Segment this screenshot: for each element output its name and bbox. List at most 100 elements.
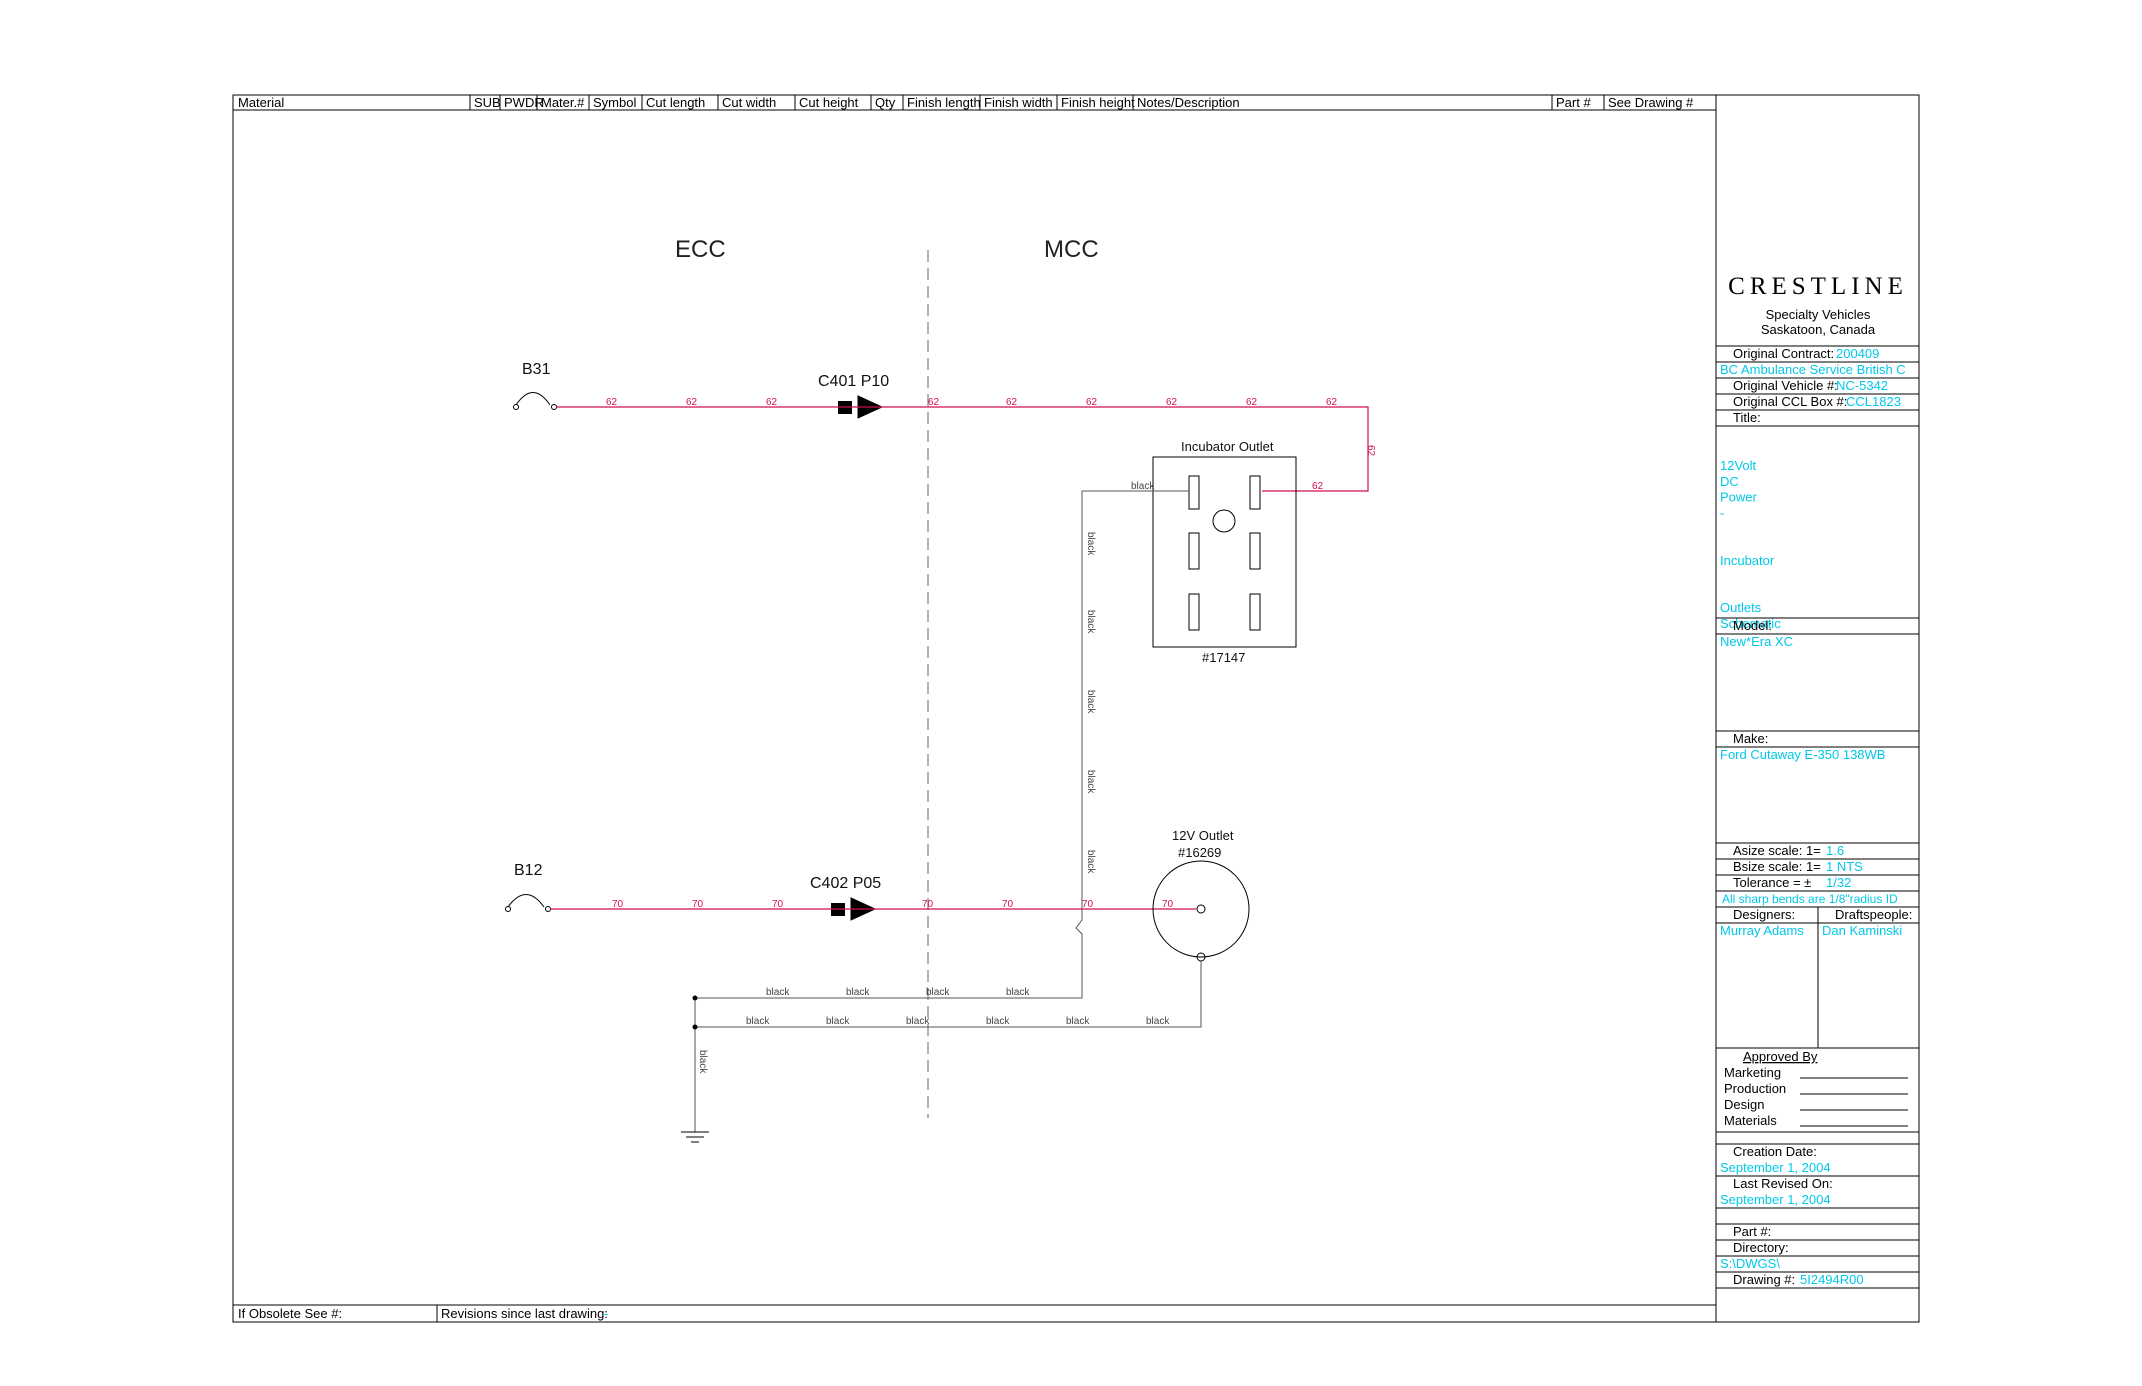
original-vehicle-label: Original Vehicle #: — [1733, 378, 1838, 393]
black-label-vert: black — [1085, 850, 1096, 874]
drawing-label: Drawing #: — [1733, 1272, 1795, 1287]
tolerance-label: Tolerance = ± — [1733, 875, 1811, 890]
make-value: Ford Cutaway E-350 138WB — [1720, 747, 1885, 762]
title-block: CRESTLINE Specialty Vehicles Saskatoon, … — [1716, 273, 1919, 1289]
wire-62-label: 62 — [1086, 397, 1098, 408]
junction-dot-2 — [692, 1024, 698, 1030]
draftspeople-label: Draftspeople: — [1835, 907, 1912, 922]
company-logo: CRESTLINE — [1728, 273, 1908, 300]
header-col-label: Symbol — [593, 95, 636, 110]
approval-item: Production — [1724, 1081, 1786, 1096]
directory-label: Directory: — [1733, 1240, 1789, 1255]
original-contract-value: 200409 — [1836, 346, 1879, 361]
revised-label: Last Revised On: — [1733, 1176, 1833, 1191]
wire-62-label-vert: 62 — [1365, 445, 1376, 457]
incubator-title: Incubator Outlet — [1181, 439, 1274, 454]
asize-label: Asize scale: 1= — [1733, 843, 1821, 858]
header-col-label: Qty — [875, 95, 896, 110]
wire-black-12v — [695, 961, 1202, 1028]
tolerance-value: 1/32 — [1826, 875, 1851, 890]
black-label-row1: black — [1006, 987, 1030, 998]
customer-value: BC Ambulance Service British C — [1720, 362, 1906, 377]
revisions-value: - — [604, 1306, 608, 1321]
black-label-ground: black — [697, 1050, 708, 1074]
approved-label: Approved By — [1743, 1049, 1818, 1064]
black-label-row2: black — [746, 1016, 770, 1027]
approval-item: Materials — [1724, 1113, 1777, 1128]
bends-note: All sharp bends are 1/8"radius ID — [1722, 892, 1898, 906]
header-col-label: Material — [238, 95, 284, 110]
wire-62-label: 62 — [1166, 397, 1178, 408]
outlet-12v — [1152, 860, 1250, 962]
header-col-label: Finish width — [984, 95, 1053, 110]
outlet12-part: #16269 — [1178, 845, 1221, 860]
wire-62-label: 62 — [1246, 397, 1258, 408]
title-line: - — [1720, 505, 1724, 520]
b12-label: B12 — [514, 862, 543, 879]
wire-62-label: 62 — [686, 397, 698, 408]
directory-value: S:\DWGS\ — [1720, 1256, 1780, 1271]
b31-label: B31 — [522, 361, 551, 378]
title-line: Incubator — [1720, 553, 1775, 568]
wire-62-label: 62 — [1326, 397, 1338, 408]
header-col-label: Part # — [1556, 95, 1591, 110]
zone-ecc: ECC — [675, 236, 726, 263]
zone-mcc: MCC — [1044, 236, 1099, 263]
make-label: Make: — [1733, 731, 1768, 746]
black-label-row2: black — [826, 1016, 850, 1027]
header-col-label: Cut height — [799, 95, 859, 110]
title-line: DC — [1720, 474, 1739, 489]
creation-value: September 1, 2004 — [1720, 1160, 1831, 1175]
wire-62-label: 62 — [1006, 397, 1018, 408]
wire-70-label: 70 — [1162, 899, 1174, 910]
original-vehicle-value: NC-5342 — [1836, 378, 1888, 393]
designers-value: Murray Adams — [1720, 923, 1804, 938]
header-col-label: SUB — [474, 95, 501, 110]
header-col-label: Finish length — [907, 95, 981, 110]
sheet-border — [232, 94, 1920, 1323]
black-label-vert: black — [1085, 770, 1096, 794]
outlet12-title: 12V Outlet — [1172, 828, 1234, 843]
black-label-vert: black — [1085, 690, 1096, 714]
obsolete-label: If Obsolete See #: — [238, 1306, 342, 1321]
black-label-row2: black — [906, 1016, 930, 1027]
original-ccl-value: CCL1823 — [1846, 394, 1901, 409]
model-value: New*Era XC — [1720, 634, 1793, 649]
model-label: Model: — [1733, 618, 1772, 633]
approval-item: Marketing — [1724, 1065, 1781, 1080]
black-label-row1: black — [766, 987, 790, 998]
wire-62-label-end: 62 — [1312, 481, 1324, 492]
creation-label: Creation Date: — [1733, 1144, 1817, 1159]
designers-label: Designers: — [1733, 907, 1795, 922]
wire-62-label: 62 — [928, 397, 940, 408]
black-label-vert: black — [1085, 610, 1096, 634]
wire-70-label: 70 — [692, 899, 704, 910]
header-col-label: Cut width — [722, 95, 776, 110]
incubator-part: #17147 — [1202, 650, 1245, 665]
title-label: Title: — [1733, 410, 1761, 425]
company-sub2: Saskatoon, Canada — [1761, 322, 1876, 337]
header-col-label: Cut length — [646, 95, 705, 110]
black-label-row1: black — [846, 987, 870, 998]
draftspeople-value: Dan Kaminski — [1822, 923, 1902, 938]
revised-value: September 1, 2004 — [1720, 1192, 1831, 1207]
wire-70-label: 70 — [772, 899, 784, 910]
approval-item: Design — [1724, 1097, 1764, 1112]
incubator-outlet — [1152, 456, 1297, 648]
drawing-value: 5I2494R00 — [1800, 1272, 1864, 1287]
original-ccl-label: Original CCL Box #: — [1733, 394, 1847, 409]
title-line: Schematic — [1720, 616, 1781, 631]
breaker-b31 — [513, 392, 557, 410]
wire-70-label: 70 — [1082, 899, 1094, 910]
header-col-label: Finish height — [1061, 95, 1135, 110]
c401-label: C401 P10 — [818, 373, 889, 390]
black-label-row2: black — [986, 1016, 1010, 1027]
